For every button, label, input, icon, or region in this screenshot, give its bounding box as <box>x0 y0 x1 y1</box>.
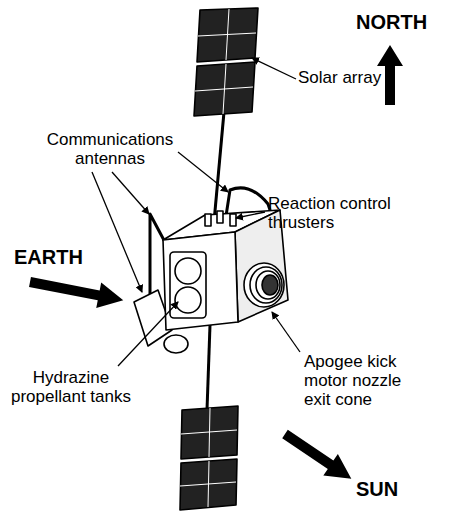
direction-label: NORTH <box>356 13 427 32</box>
part-label: Communications antennas <box>30 130 190 168</box>
direction-label: EARTH <box>14 248 83 267</box>
direction-label: SUN <box>356 480 398 499</box>
part-label: Solar array <box>298 68 381 87</box>
part-label: Reaction control thrusters <box>268 194 418 232</box>
part-label: Hydrazine propellant tanks <box>6 368 136 406</box>
part-label: Apogee kick motor nozzle exit cone <box>304 352 429 409</box>
